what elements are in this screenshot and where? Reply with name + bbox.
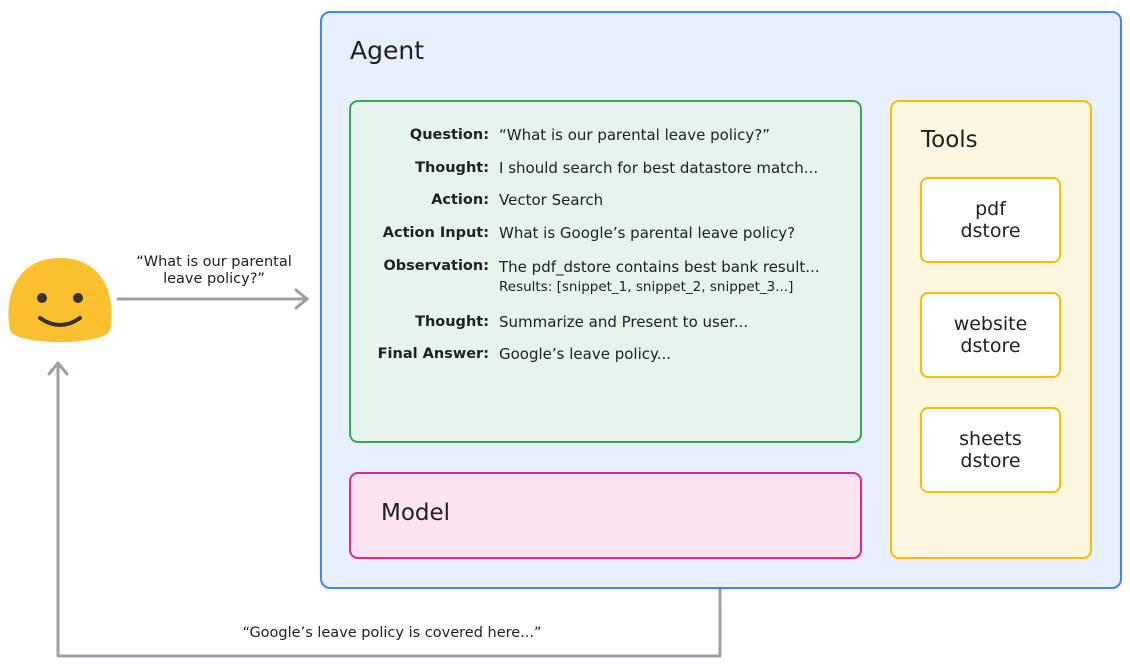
trace-value: Vector Search bbox=[499, 191, 604, 209]
query-caption: “What is our parental leave policy?” bbox=[136, 254, 292, 287]
trace-label: Thought: bbox=[415, 160, 489, 176]
trace-label: Question: bbox=[409, 127, 489, 143]
trace-value: Google’s leave policy... bbox=[499, 345, 672, 363]
trace-label: Observation: bbox=[383, 258, 489, 274]
trace-value: What is Google’s parental leave policy? bbox=[499, 224, 796, 242]
trace-subvalue: Results: [snippet_1, snippet_2, snippet_… bbox=[499, 279, 794, 295]
reasoning-trace-box bbox=[349, 100, 862, 443]
tool-pdf-dstore: pdf dstore bbox=[920, 177, 1061, 263]
query-arrow bbox=[116, 288, 310, 310]
model-label: Model bbox=[381, 500, 451, 526]
trace-label: Action Input: bbox=[382, 225, 489, 241]
agent-title: Agent bbox=[350, 36, 424, 65]
model-box bbox=[349, 472, 862, 559]
tool-website-dstore: website dstore bbox=[920, 292, 1061, 378]
user-face-icon bbox=[8, 258, 112, 342]
trace-label: Thought: bbox=[415, 314, 489, 330]
response-arrow bbox=[47, 361, 722, 658]
response-caption: “Google’s leave policy is covered here..… bbox=[242, 625, 542, 641]
tool-sheets-dstore: sheets dstore bbox=[920, 407, 1061, 493]
trace-label: Action: bbox=[431, 192, 489, 208]
trace-label: Final Answer: bbox=[377, 346, 489, 362]
trace-value: The pdf_dstore contains best bank result… bbox=[499, 258, 820, 276]
trace-value: I should search for best datastore match… bbox=[499, 159, 819, 177]
trace-value: “What is our parental leave policy?” bbox=[499, 126, 770, 144]
tools-title: Tools bbox=[921, 127, 978, 153]
trace-value: Summarize and Present to user... bbox=[499, 313, 749, 331]
